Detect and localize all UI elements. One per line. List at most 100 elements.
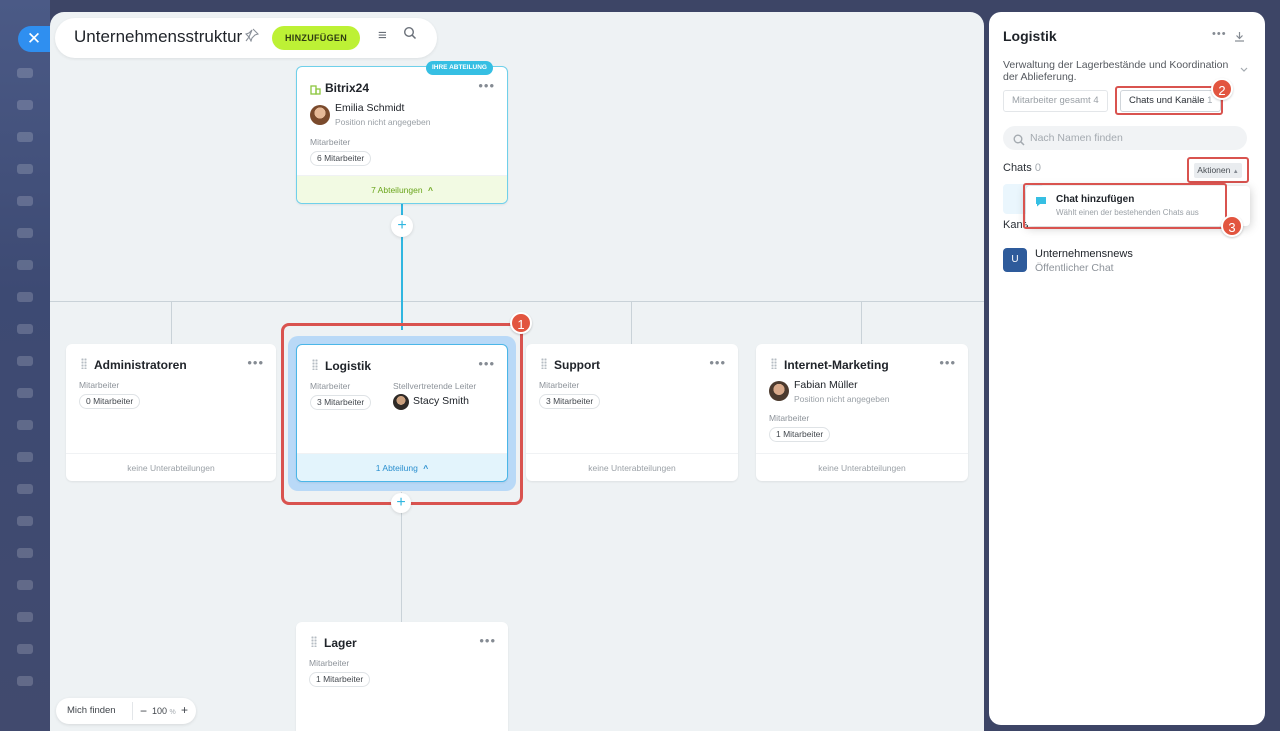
more-icon[interactable]: ••• bbox=[1212, 28, 1227, 40]
connector-line-active bbox=[401, 204, 403, 330]
sidebar-icon[interactable] bbox=[17, 420, 33, 430]
search-placeholder: Nach Namen finden bbox=[1030, 132, 1123, 144]
subdepartments-info: keine Unterabteilungen bbox=[526, 453, 738, 481]
employees-chip[interactable]: 3 Mitarbeiter bbox=[310, 395, 372, 410]
sidebar-icon[interactable] bbox=[17, 260, 33, 270]
zoom-bar: Mich finden − 100 % + bbox=[56, 698, 196, 724]
search-icon bbox=[1013, 131, 1025, 155]
sidebar-icon[interactable] bbox=[17, 676, 33, 686]
employees-chip[interactable]: 0 Mitarbeiter bbox=[79, 394, 141, 409]
add-department-button[interactable]: + bbox=[391, 215, 413, 237]
sidebar-icon[interactable] bbox=[17, 196, 33, 206]
department-card[interactable]: Administratoren ••• Mitarbeiter 0 Mitarb… bbox=[66, 344, 276, 481]
actions-dropdown: Chat hinzufügen Wählt einen der bestehen… bbox=[1026, 186, 1250, 226]
sidebar-icon[interactable] bbox=[17, 324, 33, 334]
sidebar-icon[interactable] bbox=[17, 292, 33, 302]
sidebar-icon[interactable] bbox=[17, 356, 33, 366]
employees-label: Mitarbeiter bbox=[769, 413, 810, 423]
department-name: Lager bbox=[324, 636, 357, 650]
add-button[interactable]: HINZUFÜGEN bbox=[272, 26, 360, 50]
more-icon[interactable]: ••• bbox=[709, 355, 726, 370]
connector-line bbox=[861, 301, 862, 344]
actions-label: Aktionen bbox=[1197, 165, 1231, 175]
menu-icon[interactable]: ≡ bbox=[378, 27, 387, 44]
page-title: Unternehmensstruktur bbox=[74, 27, 243, 46]
search-input[interactable]: Nach Namen finden bbox=[1003, 126, 1247, 150]
annotation-frame bbox=[1023, 183, 1227, 229]
subdepartments-toggle[interactable]: 1 Abteilung ^ bbox=[297, 453, 507, 481]
more-icon[interactable]: ••• bbox=[478, 78, 495, 93]
chat-name[interactable]: Unternehmensnews bbox=[1035, 248, 1133, 260]
zoom-out-button[interactable]: − bbox=[140, 704, 148, 718]
department-name: Bitrix24 bbox=[325, 81, 370, 95]
employees-label: Mitarbeiter bbox=[310, 137, 351, 147]
sidebar-icon[interactable] bbox=[17, 100, 33, 110]
department-card[interactable]: Support ••• Mitarbeiter 3 Mitarbeiter ke… bbox=[526, 344, 738, 481]
collapse-icon[interactable] bbox=[1234, 29, 1245, 47]
chats-label: Chats bbox=[1003, 162, 1032, 174]
drag-handle-icon[interactable] bbox=[771, 358, 777, 369]
avatar bbox=[769, 381, 789, 401]
add-chat-option[interactable]: Chat hinzufügen bbox=[1056, 194, 1135, 205]
connector-line bbox=[401, 492, 402, 622]
actions-button[interactable]: Aktionen ▲ bbox=[1194, 163, 1242, 178]
tab-count: 4 bbox=[1093, 95, 1099, 106]
sidebar-icon[interactable] bbox=[17, 164, 33, 174]
find-me-button[interactable]: Mich finden bbox=[67, 705, 116, 716]
employees-label: Mitarbeiter bbox=[310, 381, 351, 391]
sidebar-icon[interactable] bbox=[17, 580, 33, 590]
drag-handle-icon[interactable] bbox=[541, 358, 547, 369]
head-position: Position nicht angegeben bbox=[794, 394, 890, 404]
chevron-down-icon[interactable] bbox=[1240, 60, 1248, 78]
sidebar-icon[interactable] bbox=[17, 644, 33, 654]
connector-line bbox=[631, 301, 632, 344]
sidebar-icon[interactable] bbox=[17, 388, 33, 398]
sidebar-icon[interactable] bbox=[17, 548, 33, 558]
panel-title: Logistik bbox=[1003, 28, 1057, 44]
department-card[interactable]: Internet-Marketing ••• Fabian Müller Pos… bbox=[756, 344, 968, 481]
avatar bbox=[393, 394, 409, 410]
zoom-unit: % bbox=[169, 709, 176, 716]
department-card-selected[interactable]: Logistik ••• Mitarbeiter 3 Mitarbeiter S… bbox=[296, 344, 508, 482]
tab-chats-channels[interactable]: Chats und Kanäle 1 bbox=[1120, 90, 1222, 112]
annotation-badge: 1 bbox=[510, 312, 532, 334]
sidebar-icon[interactable] bbox=[17, 132, 33, 142]
employees-chip[interactable]: 6 Mitarbeiter bbox=[310, 151, 372, 166]
subdepartments-toggle[interactable]: 7 Abteilungen ^ bbox=[297, 175, 507, 203]
sidebar-icon[interactable] bbox=[17, 484, 33, 494]
employees-chip[interactable]: 1 Mitarbeiter bbox=[769, 427, 831, 442]
drag-handle-icon[interactable] bbox=[311, 636, 317, 647]
sidebar-icon[interactable] bbox=[17, 228, 33, 238]
sidebar-icon[interactable] bbox=[17, 452, 33, 462]
drag-handle-icon[interactable] bbox=[81, 358, 87, 369]
sidebar-icon[interactable] bbox=[17, 68, 33, 78]
tab-employees[interactable]: Mitarbeiter gesamt 4 bbox=[1003, 90, 1108, 112]
deputy-name[interactable]: Stacy Smith bbox=[413, 395, 470, 407]
drag-handle-icon[interactable] bbox=[312, 359, 318, 370]
department-description: Verwaltung der Lagerbestände und Koordin… bbox=[1003, 59, 1229, 83]
sidebar-icon[interactable] bbox=[17, 516, 33, 526]
sidebar-icon[interactable] bbox=[17, 612, 33, 622]
more-icon[interactable]: ••• bbox=[939, 355, 956, 370]
close-icon[interactable]: ✕ bbox=[18, 26, 50, 52]
head-name[interactable]: Fabian Müller bbox=[794, 379, 858, 391]
search-icon[interactable] bbox=[403, 26, 421, 46]
subdepartments-info: keine Unterabteilungen bbox=[756, 453, 968, 481]
structure-canvas[interactable]: Unternehmensstruktur HINZUFÜGEN ≡ IHRE A… bbox=[50, 12, 984, 731]
department-card[interactable]: Lager ••• Mitarbeiter 1 Mitarbeiter bbox=[296, 622, 508, 731]
more-icon[interactable]: ••• bbox=[247, 355, 264, 370]
tab-label: Mitarbeiter gesamt bbox=[1012, 95, 1091, 106]
add-department-button[interactable]: + bbox=[391, 493, 411, 513]
zoom-in-button[interactable]: + bbox=[181, 703, 189, 717]
department-panel: Logistik ••• Verwaltung der Lagerbeständ… bbox=[989, 12, 1265, 725]
head-name[interactable]: Emilia Schmidt bbox=[335, 102, 405, 114]
department-name: Administratoren bbox=[94, 358, 187, 372]
employees-chip[interactable]: 1 Mitarbeiter bbox=[309, 672, 371, 687]
more-icon[interactable]: ••• bbox=[478, 356, 495, 371]
employees-chip[interactable]: 3 Mitarbeiter bbox=[539, 394, 601, 409]
subdepartments-info: keine Unterabteilungen bbox=[66, 453, 276, 481]
more-icon[interactable]: ••• bbox=[479, 633, 496, 648]
zoom-value: 100 bbox=[152, 706, 168, 716]
department-card-root[interactable]: IHRE ABTEILUNG Bitrix24 ••• Emilia Schmi… bbox=[296, 61, 508, 204]
pin-icon[interactable] bbox=[244, 28, 260, 45]
